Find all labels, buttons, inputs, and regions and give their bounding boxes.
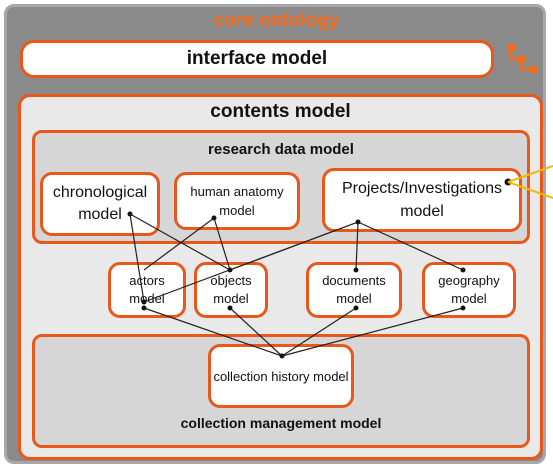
interface-model-label: interface model (186, 48, 328, 69)
objects-model-label: objects model (210, 273, 252, 306)
actors-model-label: actors model (129, 273, 165, 306)
documents-model-node[interactable]: documents model (306, 262, 402, 318)
actors-model-node[interactable]: actors model (108, 262, 186, 318)
human-anatomy-model-label: human anatomy model (190, 184, 284, 218)
projects-investigations-model-label: Projects/Investigations model (341, 180, 503, 220)
collection-history-model-node[interactable]: collection history model (208, 344, 354, 408)
core-ontology-title: core ontology (213, 10, 340, 31)
chronological-model-label: chronological model (52, 184, 148, 223)
collection-management-model-title: collection management model (180, 415, 382, 431)
collection-history-model-label: collection history model (213, 368, 349, 384)
objects-model-node[interactable]: objects model (194, 262, 268, 318)
chronological-model-node[interactable]: chronological model (40, 172, 160, 236)
documents-model-label: documents model (322, 273, 386, 306)
projects-investigations-model-node[interactable]: Projects/Investigations model (322, 168, 522, 232)
geography-model-label: geography model (438, 273, 500, 306)
hierarchy-icon[interactable] (505, 42, 541, 78)
geography-model-node[interactable]: geography model (422, 262, 516, 318)
contents-model-title: contents model (210, 101, 351, 122)
research-data-model-title: research data model (208, 141, 354, 158)
interface-model-box[interactable]: interface model (20, 40, 494, 78)
human-anatomy-model-node[interactable]: human anatomy model (174, 172, 300, 230)
